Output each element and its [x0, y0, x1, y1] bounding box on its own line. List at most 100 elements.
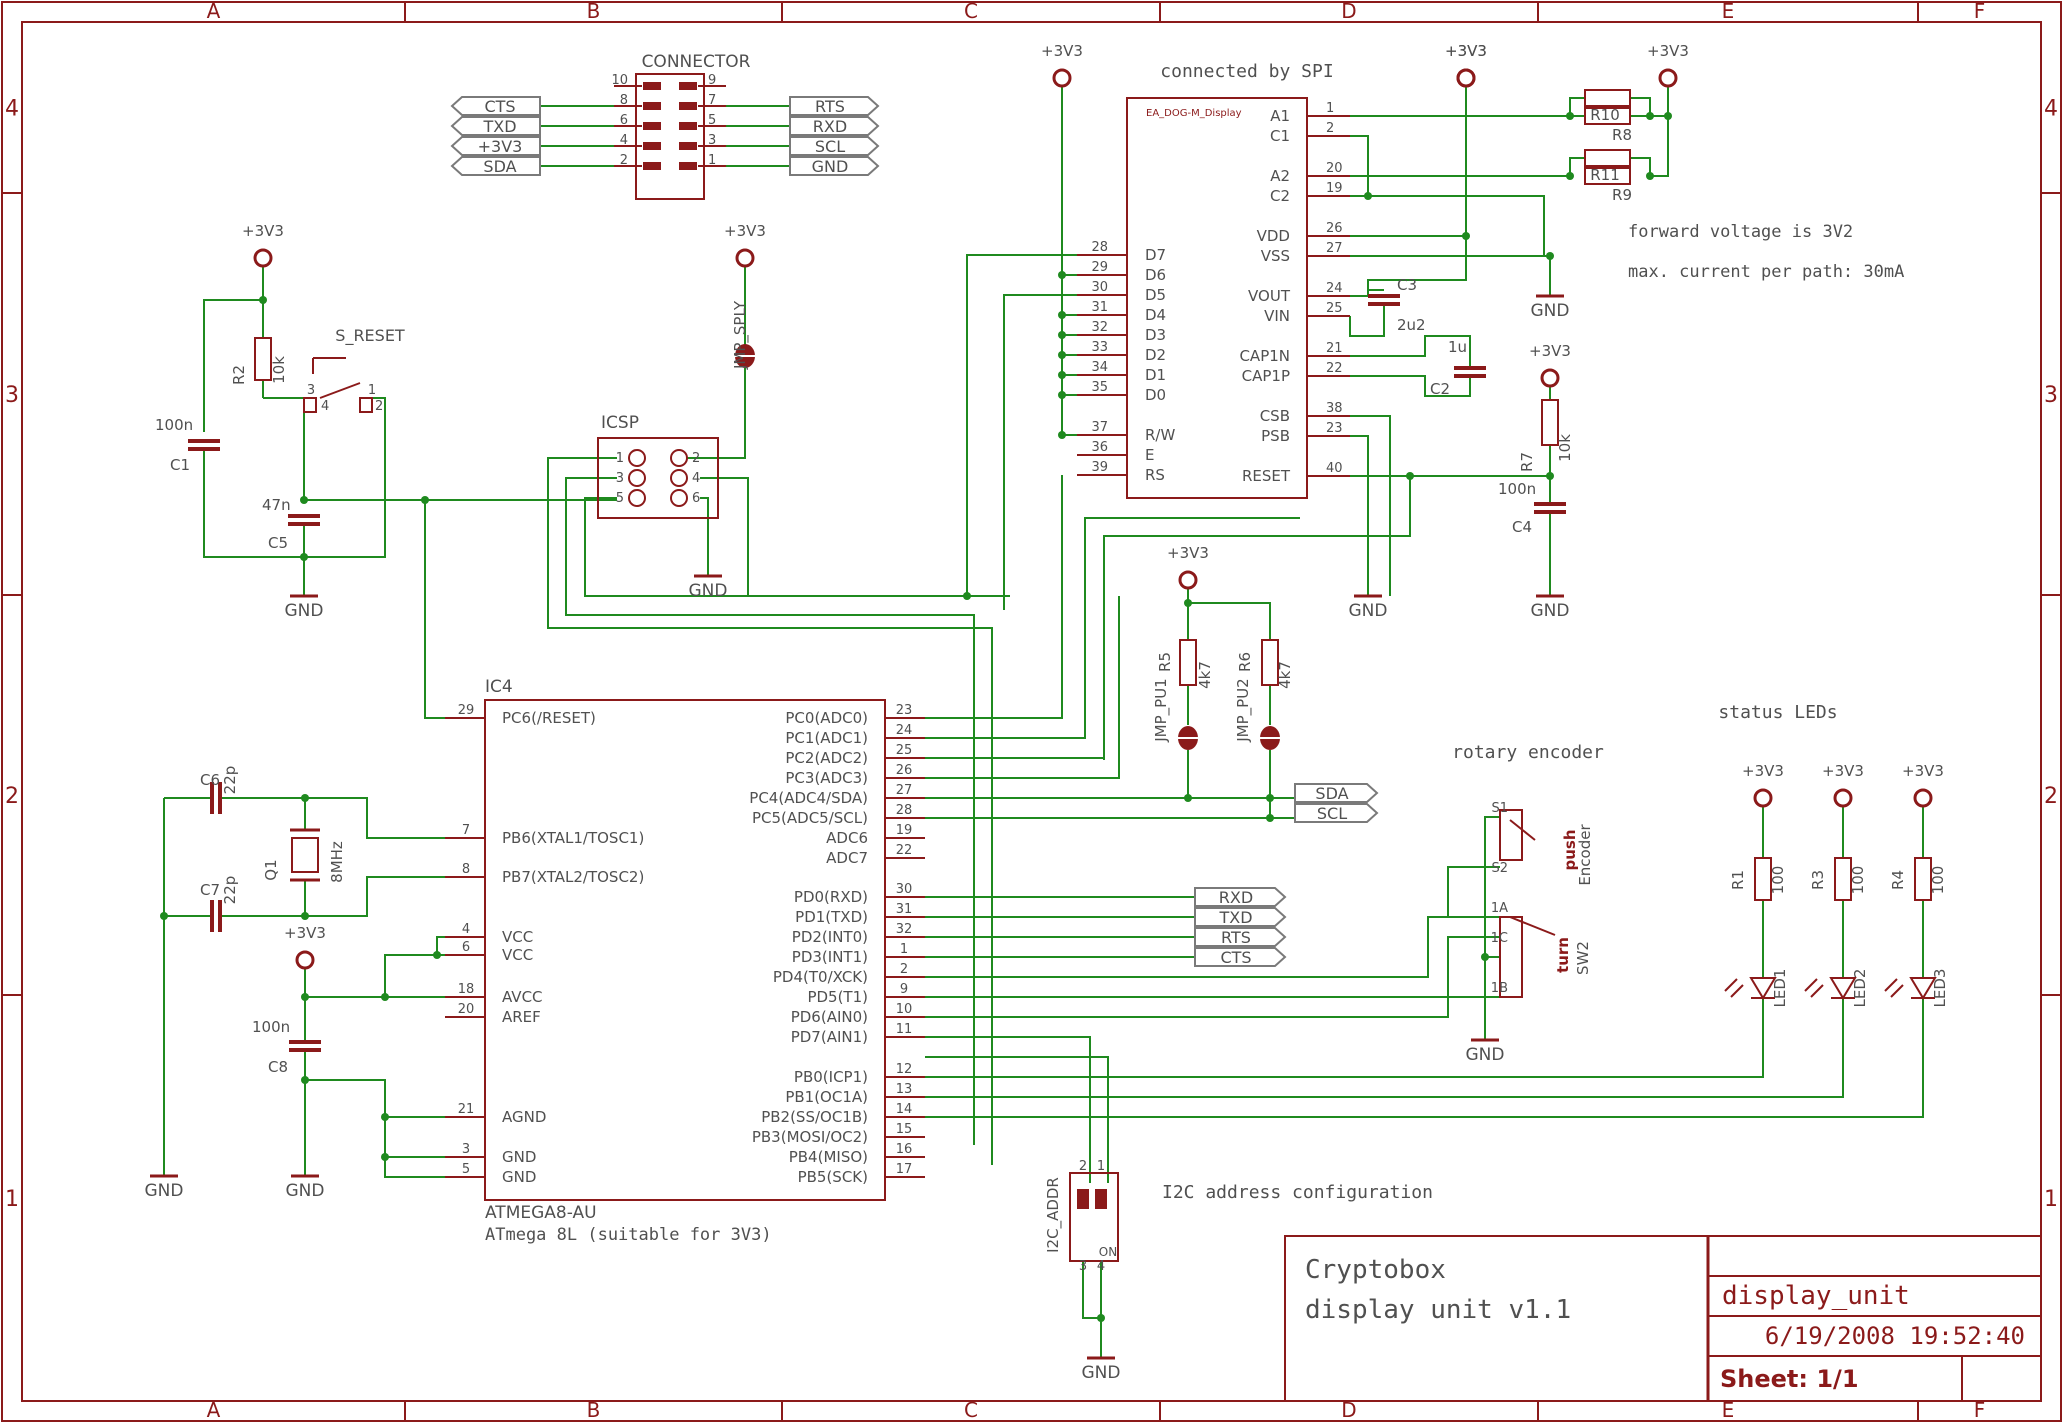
pin-number: 9	[708, 73, 716, 88]
vcc-symbol	[1540, 368, 1560, 388]
column-marker: B	[587, 0, 601, 23]
signal-label: CTS	[484, 97, 515, 116]
mcu-pin-name: PC4(ADC4/SDA)	[749, 789, 868, 807]
column-marker: E	[1722, 0, 1735, 23]
encoder-type-label: Encoder	[1576, 824, 1594, 886]
led-label: LED3	[1931, 969, 1949, 1008]
signal-label-shape	[789, 96, 880, 116]
i2c-dip-lever	[1095, 1189, 1107, 1209]
pin-number: 12	[896, 1062, 913, 1077]
icsp-pin	[628, 449, 646, 467]
display-pin-name: A2	[1270, 167, 1290, 185]
wire	[1569, 97, 1585, 116]
project-title: Cryptobox	[1305, 1255, 1446, 1285]
pin-number: 3	[307, 383, 315, 398]
column-marker: A	[207, 1398, 221, 1422]
signal-label: TXD	[1218, 908, 1252, 927]
backlight-note: forward voltage is 3V2	[1628, 222, 1853, 242]
pin-number: 25	[896, 743, 913, 758]
signal-label: TXD	[482, 117, 516, 136]
mcu-note: ATmega 8L (suitable for 3V3)	[485, 1225, 772, 1245]
i2c-dip-lever	[1077, 1189, 1089, 1209]
pin-number: 10	[896, 1002, 913, 1017]
pin-number: 4	[321, 399, 329, 414]
wire	[700, 477, 967, 597]
wire	[305, 954, 445, 998]
gnd-label: GND	[285, 601, 324, 621]
switch-pin	[359, 397, 373, 413]
pin-number: 15	[896, 1122, 913, 1137]
pin-number: 20	[458, 1002, 475, 1017]
led-resistor-value: 100	[1769, 866, 1787, 895]
encoder-turn-label: turn	[1554, 937, 1572, 973]
pin-number: 17	[896, 1162, 913, 1177]
signal-label-shape	[1194, 927, 1287, 947]
row-marker: 4	[2044, 97, 2058, 122]
pin-number: 34	[1091, 360, 1108, 375]
pin-number: 19	[896, 823, 913, 838]
wire	[925, 1056, 1109, 1183]
icsp-body	[597, 437, 719, 519]
display-pin-name: D1	[1145, 366, 1166, 384]
resistor	[254, 337, 272, 381]
resistor	[1914, 857, 1932, 901]
column-marker: D	[1341, 1398, 1356, 1422]
pin-number: 37	[1091, 420, 1108, 435]
mcu-pin-name: PB7(XTAL2/TOSC2)	[502, 868, 644, 886]
junction-dot	[1566, 112, 1574, 120]
mcu-pin-name: PB4(MISO)	[789, 1148, 868, 1166]
signal-label-shape	[450, 136, 541, 156]
vcc-label: +3V3	[1902, 762, 1944, 780]
led-symbol	[1829, 977, 1857, 1000]
mcu-pin-name: PB0(ICP1)	[794, 1068, 868, 1086]
pin-number: 24	[896, 723, 913, 738]
pin-number: 14	[896, 1102, 913, 1117]
mcu-pin-name: PC6(/RESET)	[502, 709, 596, 727]
sheet-name: display_unit	[1722, 1281, 1910, 1311]
crystal-value: 8MHz	[328, 841, 346, 883]
pin-number: 3	[616, 471, 624, 486]
connector-title: CONNECTOR	[642, 52, 751, 72]
pin-number: 1B	[1491, 981, 1508, 996]
junction-dot	[1646, 172, 1654, 180]
led-ray	[1730, 984, 1744, 998]
mcu-pin-name: PD6(AIN0)	[791, 1008, 868, 1026]
wire	[1447, 866, 1500, 917]
pin-number: 21	[1326, 341, 1343, 356]
mcu-pin-name: PB2(SS/OC1B)	[761, 1108, 868, 1126]
reset-switch-label: S_RESET	[335, 326, 405, 346]
wire	[1187, 588, 1271, 640]
display-pin-name: D0	[1145, 386, 1166, 404]
pin-number: 28	[896, 803, 913, 818]
pin-number: 4	[692, 471, 700, 486]
pin-pad	[679, 82, 697, 90]
pin-number: 1	[368, 383, 376, 398]
mcu-pin-name: PC1(ADC1)	[785, 729, 868, 747]
resistor	[1584, 149, 1631, 167]
wire	[547, 457, 993, 1165]
row-marker: 2	[5, 784, 19, 809]
r6-value: 4k7	[1276, 661, 1294, 689]
vcc-symbol	[295, 950, 315, 970]
icsp-pin	[670, 449, 688, 467]
icsp-pin	[670, 489, 688, 507]
pin-number: 11	[896, 1022, 913, 1037]
encoder-contact	[1509, 916, 1556, 936]
mcu-body	[484, 699, 886, 1201]
wire	[1350, 335, 1471, 368]
wire	[565, 477, 975, 1145]
wire	[1103, 476, 1411, 760]
display-pin-name: C2	[1270, 187, 1290, 205]
junction-dot	[1266, 794, 1274, 802]
junction-dot	[1566, 172, 1574, 180]
pin-number: 1	[1097, 1159, 1105, 1174]
signal-label: RTS	[1221, 928, 1251, 947]
mcu-pin-name: AREF	[502, 1008, 541, 1026]
signal-label: SCL	[815, 137, 845, 156]
signal-label: CTS	[1220, 948, 1251, 967]
junction-dot	[1058, 331, 1066, 339]
mcu-ref: IC4	[485, 677, 513, 697]
crystal-ref: Q1	[262, 859, 280, 880]
signal-label-shape	[1294, 803, 1379, 823]
